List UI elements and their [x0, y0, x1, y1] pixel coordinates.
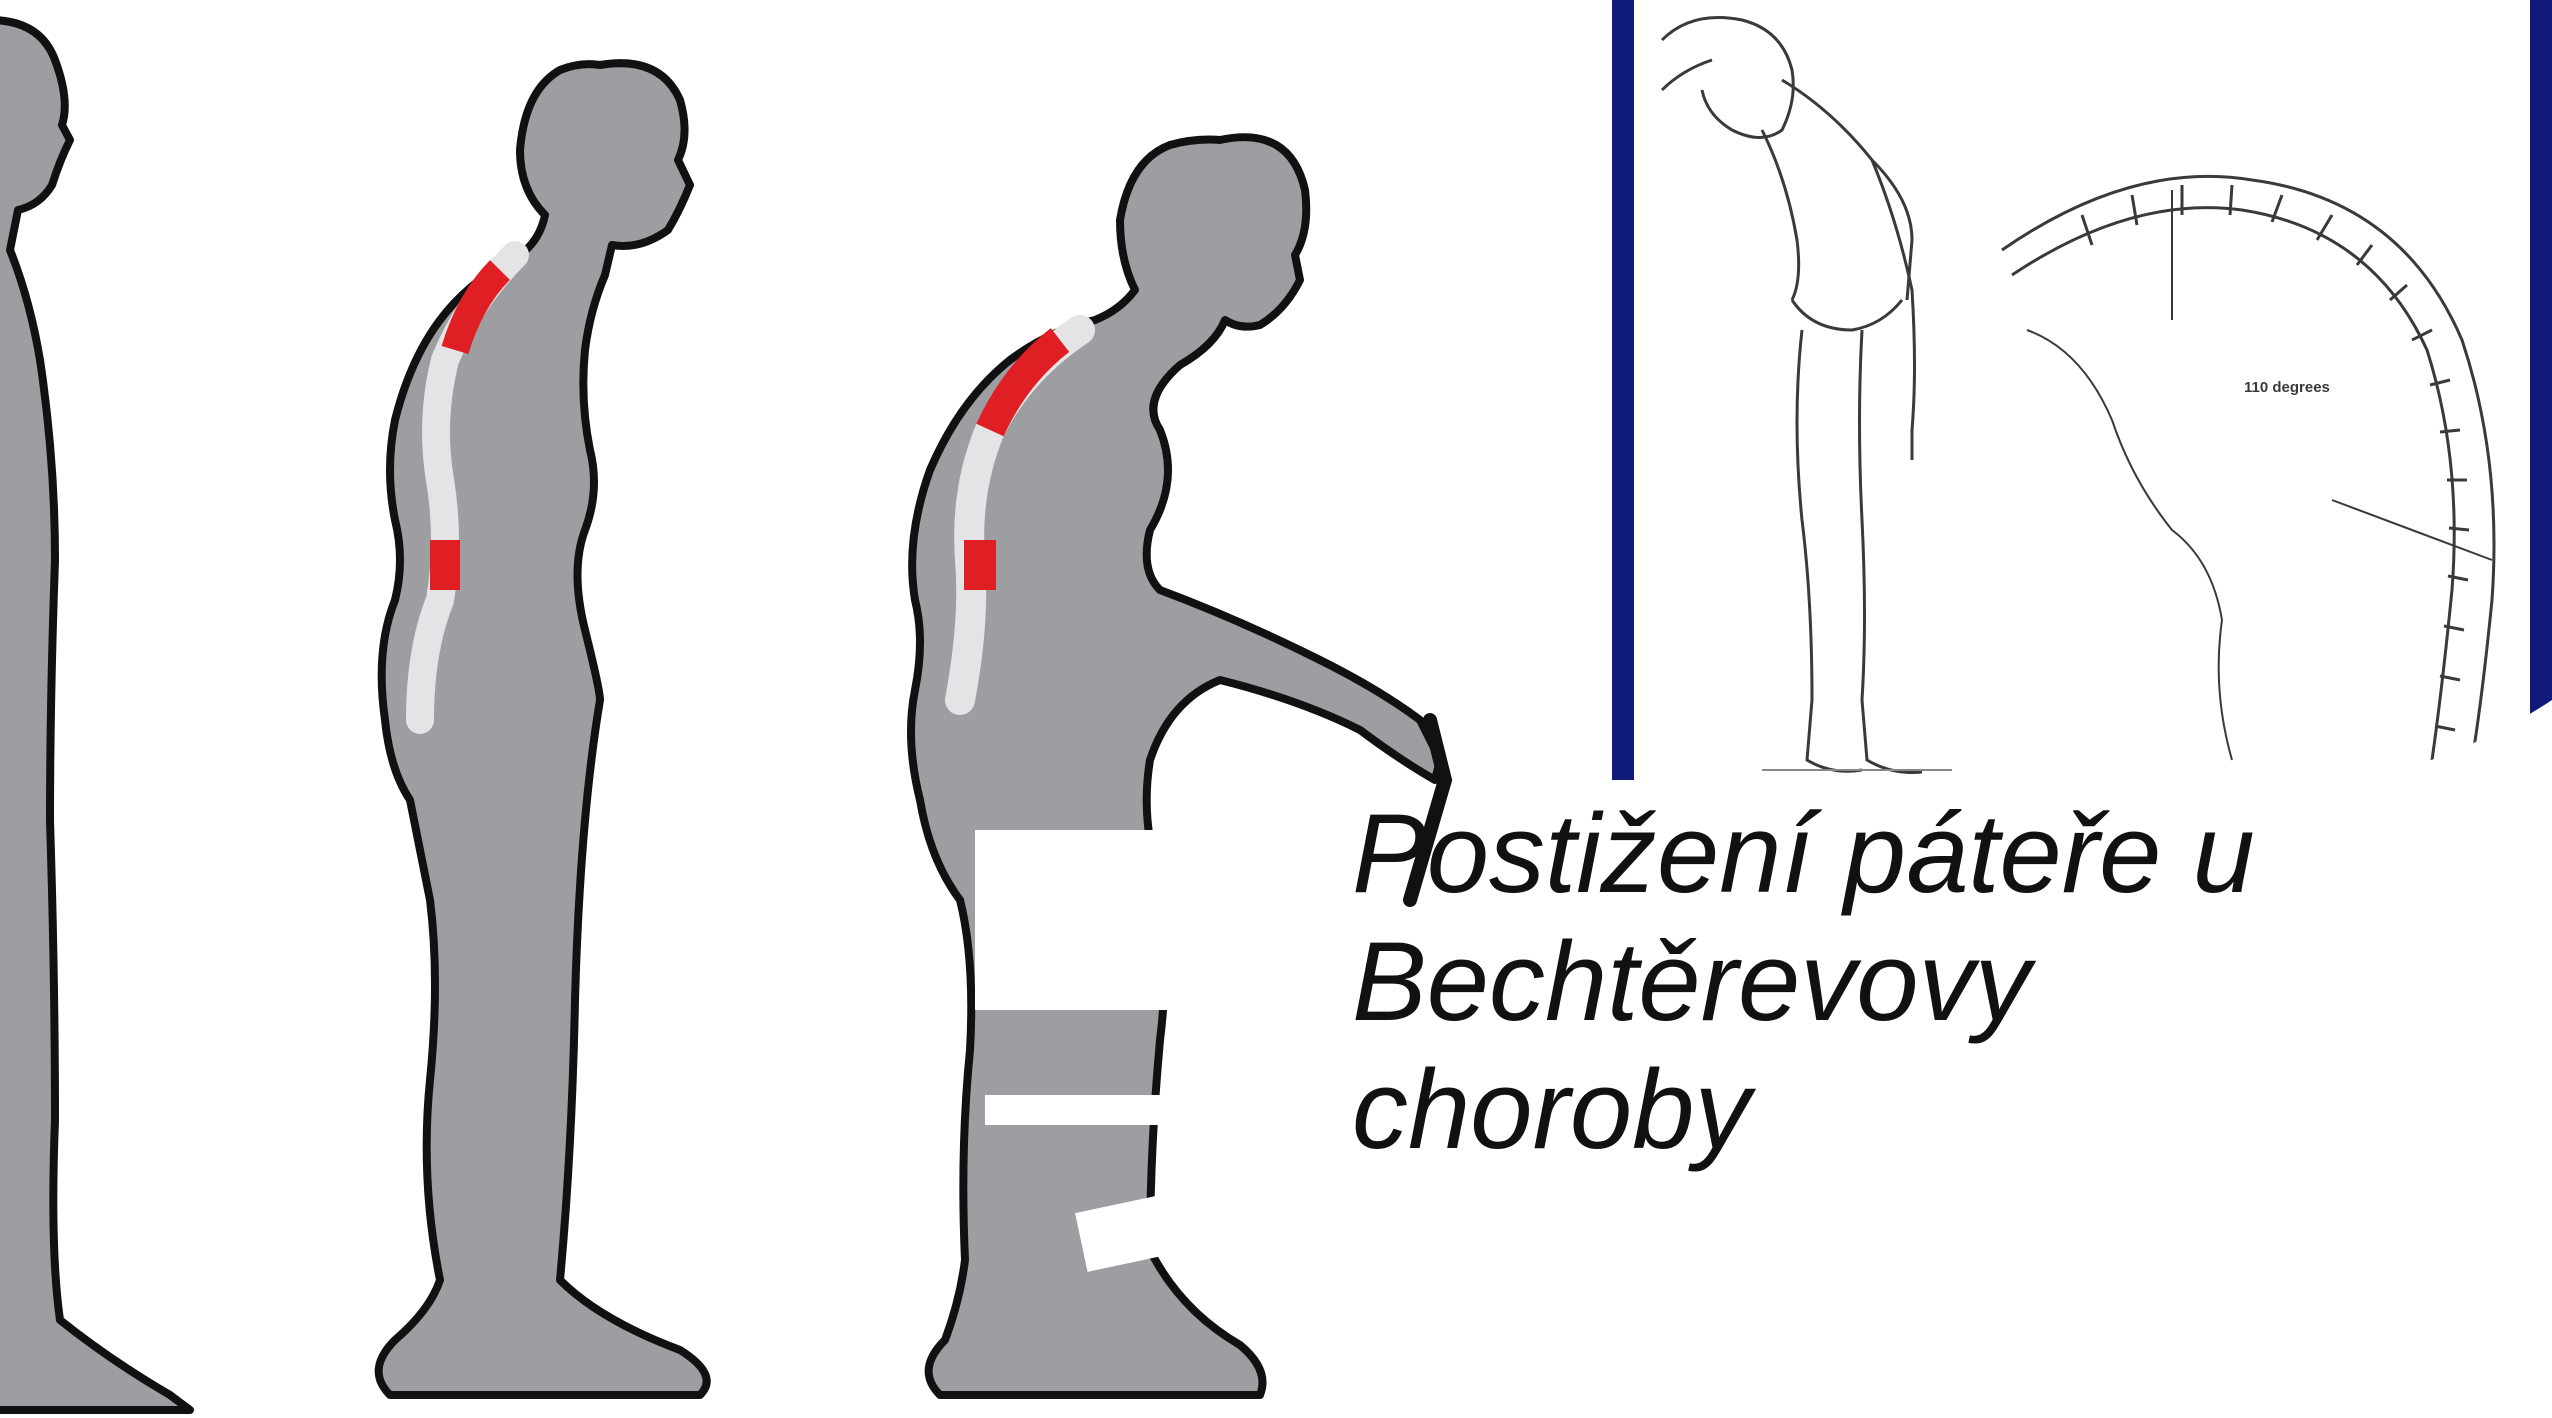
caption-line-3: choroby [1352, 1046, 2452, 1174]
spine-curve-diagram-icon [2002, 176, 2494, 760]
caption-line-1: Postižení páteře u [1352, 790, 2452, 918]
bent-figure-with-cane-icon [911, 137, 1445, 1395]
frame-left-bar [1612, 0, 1634, 780]
frame-right-bar [2530, 0, 2552, 730]
stooped-figure-icon [379, 63, 707, 1395]
kyphosis-sketch-illustration: 110 degrees [1612, 0, 2552, 800]
slide-caption: Postižení páteře u Bechtěrevovy choroby [1352, 790, 2452, 1174]
posture-progression-illustration [0, 0, 1600, 1418]
bent-person-sketch-icon [1662, 18, 1952, 773]
upright-figure-icon [0, 20, 190, 1410]
caption-line-2: Bechtěrevovy [1352, 918, 2452, 1046]
angle-label: 110 degrees [2244, 379, 2330, 396]
